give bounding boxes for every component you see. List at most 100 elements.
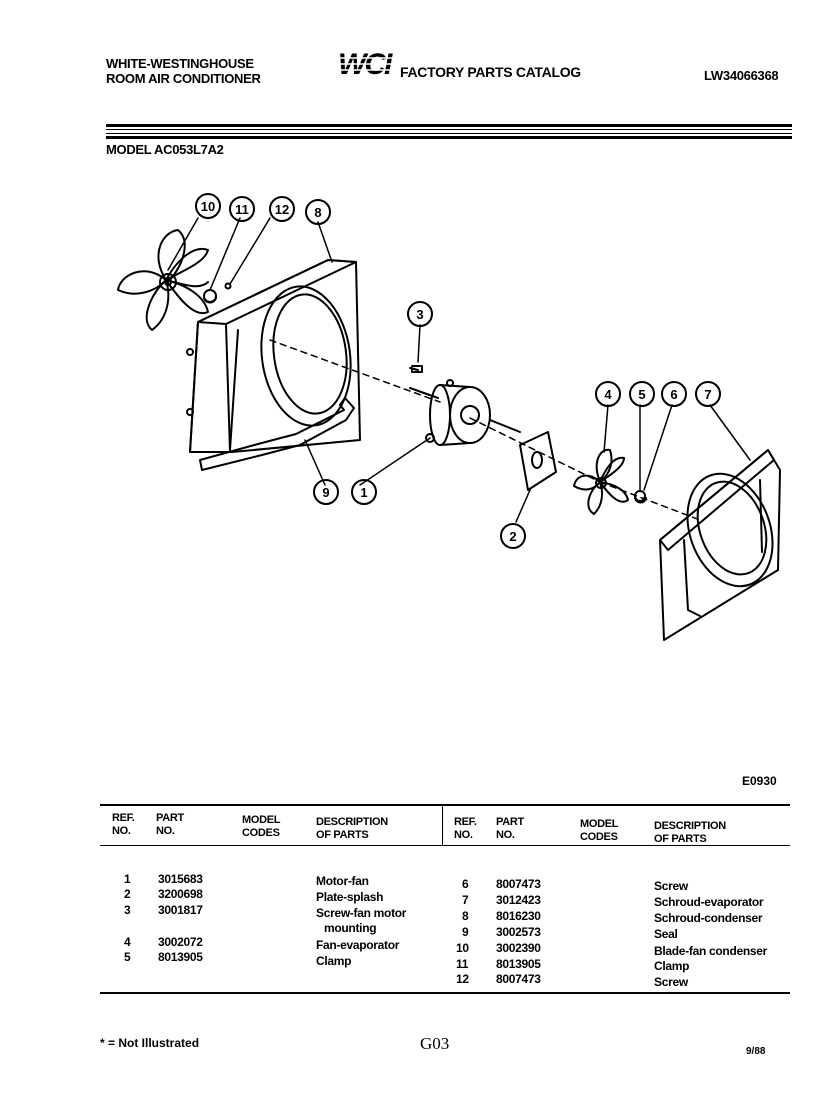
header-rule bbox=[106, 136, 792, 139]
table-row-ref: 5 bbox=[124, 950, 131, 964]
table-row-part: 3015683 bbox=[158, 872, 203, 886]
callout-1-circle bbox=[351, 479, 377, 505]
header-rule bbox=[106, 129, 792, 130]
plate-splash-drawing bbox=[519, 431, 557, 491]
callout-5-circle bbox=[629, 381, 655, 407]
table-row-ref: 6 bbox=[462, 877, 469, 891]
clamp-and-screw-drawing bbox=[203, 282, 232, 304]
page-code: G03 bbox=[420, 1034, 450, 1053]
table-row-part: 8007473 bbox=[496, 972, 541, 986]
callout-2-circle bbox=[500, 523, 526, 549]
model-label: MODEL AC053L7A2 bbox=[106, 142, 224, 157]
callout-5: 5 bbox=[638, 387, 645, 402]
table-row-description: Blade-fan condenser bbox=[654, 944, 767, 958]
leader-lines bbox=[167, 217, 751, 523]
table-row-description: Fan-evaporator bbox=[316, 938, 400, 952]
callout-4: 4 bbox=[604, 387, 612, 402]
callout-10: 10 bbox=[201, 199, 215, 214]
exploded-parts-diagram: 10 11 12 8 3 4 5 6 7 9 1 2 bbox=[117, 193, 781, 641]
table-row-description: Screw-fan motor bbox=[316, 906, 407, 920]
callout-7-circle bbox=[695, 381, 721, 407]
table-row-description: Screw bbox=[654, 879, 688, 893]
table-row-description: Clamp bbox=[654, 959, 690, 973]
table-row-part: 3200698 bbox=[158, 887, 203, 901]
callout-3: 3 bbox=[416, 307, 423, 322]
table-row-part: 3002390 bbox=[496, 941, 541, 955]
callout-3-circle bbox=[407, 301, 433, 327]
callout-1: 1 bbox=[360, 485, 367, 500]
table-row-description-cont: mounting bbox=[324, 921, 377, 935]
table-rule-header bbox=[100, 845, 790, 846]
table-rule-bottom bbox=[100, 992, 790, 994]
callout-6: 6 bbox=[670, 387, 677, 402]
table-row-description: Screw bbox=[654, 975, 688, 989]
table-row-ref: 10 bbox=[456, 941, 469, 955]
wci-logo: WCI bbox=[336, 48, 398, 80]
fan-evaporator-drawing bbox=[573, 448, 629, 515]
schroud-evaporator-drawing bbox=[659, 449, 781, 641]
callout-9: 9 bbox=[322, 485, 329, 500]
table-row-part: 8016230 bbox=[496, 909, 541, 923]
table-divider bbox=[442, 806, 443, 846]
table-rule-top bbox=[100, 804, 790, 806]
table-row-ref: 1 bbox=[124, 872, 131, 886]
table-row-ref: 3 bbox=[124, 903, 131, 917]
table-row-part: 8007473 bbox=[496, 877, 541, 891]
table-row-description: Seal bbox=[654, 927, 678, 941]
motor-fan-drawing bbox=[409, 379, 521, 446]
table-row-description: Schroud-condenser bbox=[654, 911, 763, 925]
header-rule bbox=[106, 133, 792, 134]
table-row-part: 8013905 bbox=[496, 957, 541, 971]
brand-line-2: ROOM AIR CONDITIONER bbox=[106, 71, 261, 86]
header-rule bbox=[106, 124, 792, 127]
blade-fan-condenser-drawing bbox=[117, 229, 209, 331]
header-ref-right: REF.NO. bbox=[454, 816, 477, 841]
table-row-ref: 4 bbox=[124, 935, 131, 949]
callout-9-circle bbox=[313, 479, 339, 505]
callout-10-circle bbox=[195, 193, 221, 219]
not-illustrated-note: * = Not Illustrated bbox=[100, 1036, 200, 1050]
brand-line-1: WHITE-WESTINGHOUSE bbox=[106, 56, 254, 71]
revision-date: 9/88 bbox=[746, 1046, 766, 1057]
callout-7: 7 bbox=[704, 387, 711, 402]
table-row-part: 8013905 bbox=[158, 950, 203, 964]
catalog-title: FACTORY PARTS CATALOG bbox=[400, 64, 581, 80]
callout-6-circle bbox=[661, 381, 687, 407]
table-row-part: 3012423 bbox=[496, 893, 541, 907]
callout-8-circle bbox=[305, 199, 331, 225]
table-row-description: Plate-splash bbox=[316, 890, 384, 904]
table-row-ref: 12 bbox=[456, 972, 469, 986]
callouts bbox=[195, 193, 721, 549]
callout-12: 12 bbox=[275, 202, 289, 217]
table-row-ref: 8 bbox=[462, 909, 469, 923]
table-row-description: Clamp bbox=[316, 954, 352, 968]
table-row-part: 3002573 bbox=[496, 925, 541, 939]
table-row-ref: 9 bbox=[462, 925, 469, 939]
header-ref-left: REF.NO. bbox=[112, 812, 135, 837]
table-row-description: Schroud-evaporator bbox=[654, 895, 764, 909]
figure-id: E0930 bbox=[742, 774, 777, 788]
callout-11: 11 bbox=[235, 202, 249, 217]
schroud-condenser-drawing bbox=[186, 259, 361, 453]
screw-drawing bbox=[409, 365, 423, 373]
table-row-ref: 11 bbox=[456, 957, 469, 971]
seal-drawing bbox=[199, 397, 355, 471]
brand-block: WHITE-WESTINGHOUSE ROOM AIR CONDITIONER bbox=[106, 56, 261, 86]
table-row-ref: 7 bbox=[462, 893, 469, 907]
table-row-part: 3002072 bbox=[158, 935, 203, 949]
table-row-ref: 2 bbox=[124, 887, 131, 901]
clamp-screw-evaporator-drawing bbox=[634, 490, 647, 504]
callout-8: 8 bbox=[314, 205, 321, 220]
callout-2: 2 bbox=[509, 529, 516, 544]
callout-11-circle bbox=[229, 196, 255, 222]
callout-4-circle bbox=[595, 381, 621, 407]
table-row-part: 3001817 bbox=[158, 903, 203, 917]
callout-12-circle bbox=[269, 196, 295, 222]
table-row-description: Motor-fan bbox=[316, 874, 369, 888]
